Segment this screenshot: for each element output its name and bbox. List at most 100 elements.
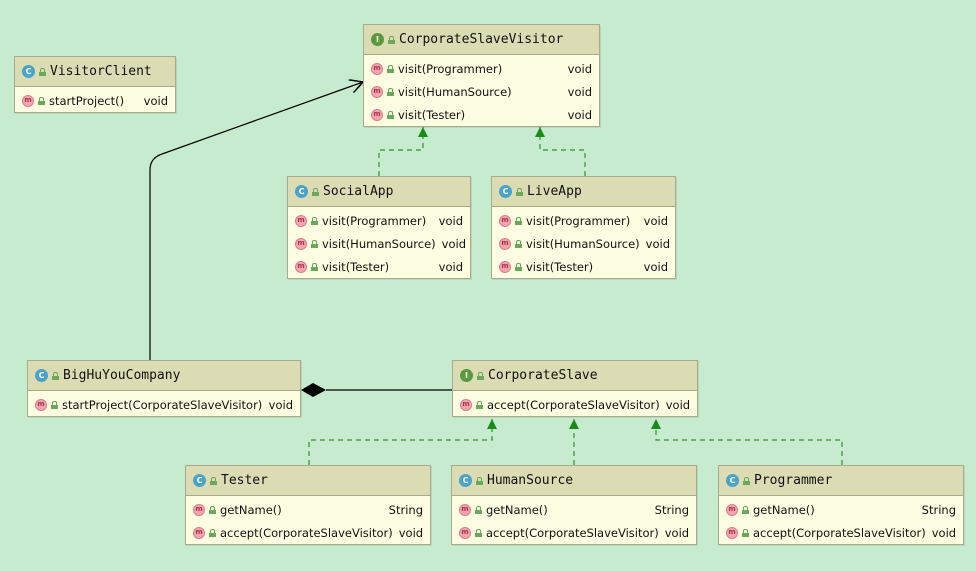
public-lock-icon [742, 505, 749, 514]
node-title: LiveApp [527, 184, 582, 199]
method-signature: getName() [220, 502, 282, 517]
node-header: C BigHuYouCompany [28, 361, 300, 391]
member-row[interactable]: m visit(Tester) void [288, 255, 470, 278]
member-row[interactable]: m visit(HumanSource) void [288, 232, 470, 255]
member-row[interactable]: m visit(Programmer) void [288, 209, 470, 232]
member-row[interactable]: m visit(HumanSource) void [492, 232, 675, 255]
return-type: void [645, 236, 670, 251]
method-icon: m [726, 526, 738, 539]
class-icon: C [22, 65, 35, 78]
member-row[interactable]: m visit(HumanSource) void [364, 80, 599, 103]
member-row[interactable]: m visit(Tester) void [492, 255, 675, 278]
public-lock-icon [209, 505, 216, 514]
node-title: CorporateSlave [488, 368, 598, 383]
public-lock-icon [387, 64, 394, 73]
edge-programmer-realizes-slave [651, 419, 843, 465]
class-icon: C [295, 185, 308, 198]
member-row[interactable]: m getName() String [452, 498, 696, 521]
node-header: C HumanSource [452, 466, 696, 496]
method-signature: accept(CorporateSlaveVisitor) [753, 525, 926, 540]
node-human-source[interactable]: C HumanSource m getName() String m accep… [451, 465, 697, 545]
class-icon: C [726, 474, 739, 487]
composition-diamond [301, 383, 326, 397]
member-row[interactable]: m getName() String [719, 498, 963, 521]
member-row[interactable]: m accept(CorporateSlaveVisitor) void [453, 393, 697, 416]
member-row[interactable]: m accept(CorporateSlaveVisitor) void [719, 521, 963, 544]
method-icon: m [499, 260, 511, 273]
member-row[interactable]: m startProject(CorporateSlaveVisitor) vo… [28, 393, 300, 416]
public-lock-icon [742, 528, 749, 537]
node-corporate-slave-visitor[interactable]: I CorporateSlaveVisitor m visit(Programm… [363, 24, 600, 127]
public-lock-icon [515, 239, 522, 248]
method-icon: m [295, 214, 307, 227]
return-type: String [654, 502, 689, 517]
return-type: void [438, 213, 463, 228]
method-icon: m [371, 85, 383, 98]
return-type: void [664, 525, 690, 540]
method-icon: m [193, 503, 205, 516]
node-social-app[interactable]: C SocialApp m visit(Programmer) void m v… [287, 176, 471, 279]
return-type: void [643, 259, 668, 274]
method-icon: m [726, 503, 738, 516]
public-lock-icon [388, 35, 395, 44]
method-signature: visit(HumanSource) [526, 236, 640, 251]
node-header: C SocialApp [288, 177, 470, 207]
node-header: C LiveApp [492, 177, 675, 207]
node-title: CorporateSlaveVisitor [399, 32, 564, 47]
public-lock-icon [476, 400, 483, 409]
node-title: VisitorClient [50, 64, 152, 79]
method-signature: visit(HumanSource) [322, 236, 436, 251]
method-icon: m [371, 62, 383, 75]
public-lock-icon [209, 528, 216, 537]
node-title: HumanSource [487, 473, 574, 488]
method-signature: startProject(CorporateSlaveVisitor) [62, 397, 263, 412]
return-type: void [643, 213, 668, 228]
member-row[interactable]: m accept(CorporateSlaveVisitor) void [186, 521, 430, 544]
node-live-app[interactable]: C LiveApp m visit(Programmer) void m vis… [491, 176, 676, 279]
method-signature: accept(CorporateSlaveVisitor) [220, 525, 393, 540]
public-lock-icon [387, 87, 394, 96]
node-tester[interactable]: C Tester m getName() String m accept(Cor… [185, 465, 431, 545]
method-icon: m [35, 398, 47, 411]
return-type: void [567, 84, 592, 99]
return-type: void [398, 525, 424, 540]
member-row[interactable]: m accept(CorporateSlaveVisitor) void [452, 521, 696, 544]
return-type: String [921, 502, 956, 517]
member-row[interactable]: m visit(Programmer) void [364, 57, 599, 80]
member-row[interactable]: m visit(Programmer) void [492, 209, 675, 232]
public-lock-icon [39, 67, 46, 76]
node-big-hu-you-company[interactable]: C BigHuYouCompany m startProject(Corpora… [27, 360, 301, 417]
member-row[interactable]: m startProject() void [15, 89, 175, 112]
method-signature: accept(CorporateSlaveVisitor) [486, 525, 659, 540]
method-signature: visit(Tester) [322, 259, 390, 274]
node-header: C Programmer [719, 466, 963, 496]
member-row[interactable]: m getName() String [186, 498, 430, 521]
public-lock-icon [38, 96, 45, 105]
return-type: String [388, 502, 423, 517]
public-lock-icon [475, 505, 482, 514]
method-icon: m [459, 503, 471, 516]
node-programmer[interactable]: C Programmer m getName() String m accept… [718, 465, 964, 545]
public-lock-icon [51, 400, 58, 409]
return-type: void [665, 397, 691, 412]
public-lock-icon [516, 187, 523, 196]
method-icon: m [22, 94, 34, 107]
method-icon: m [371, 108, 383, 121]
return-type: void [567, 61, 592, 76]
public-lock-icon [311, 262, 318, 271]
return-type: void [268, 397, 293, 412]
node-visitor-client[interactable]: C VisitorClient m startProject() void [14, 56, 176, 113]
node-title: Programmer [754, 473, 833, 488]
class-icon: C [35, 369, 48, 382]
class-icon: C [459, 474, 472, 487]
return-type: void [931, 525, 957, 540]
method-signature: visit(Programmer) [398, 61, 503, 76]
node-corporate-slave[interactable]: I CorporateSlave m accept(CorporateSlave… [452, 360, 698, 417]
public-lock-icon [52, 371, 59, 380]
member-row[interactable]: m visit(Tester) void [364, 103, 599, 126]
node-header: C Tester [186, 466, 430, 496]
node-header: C VisitorClient [15, 57, 175, 87]
class-icon: C [193, 474, 206, 487]
method-signature: visit(Programmer) [526, 213, 631, 228]
